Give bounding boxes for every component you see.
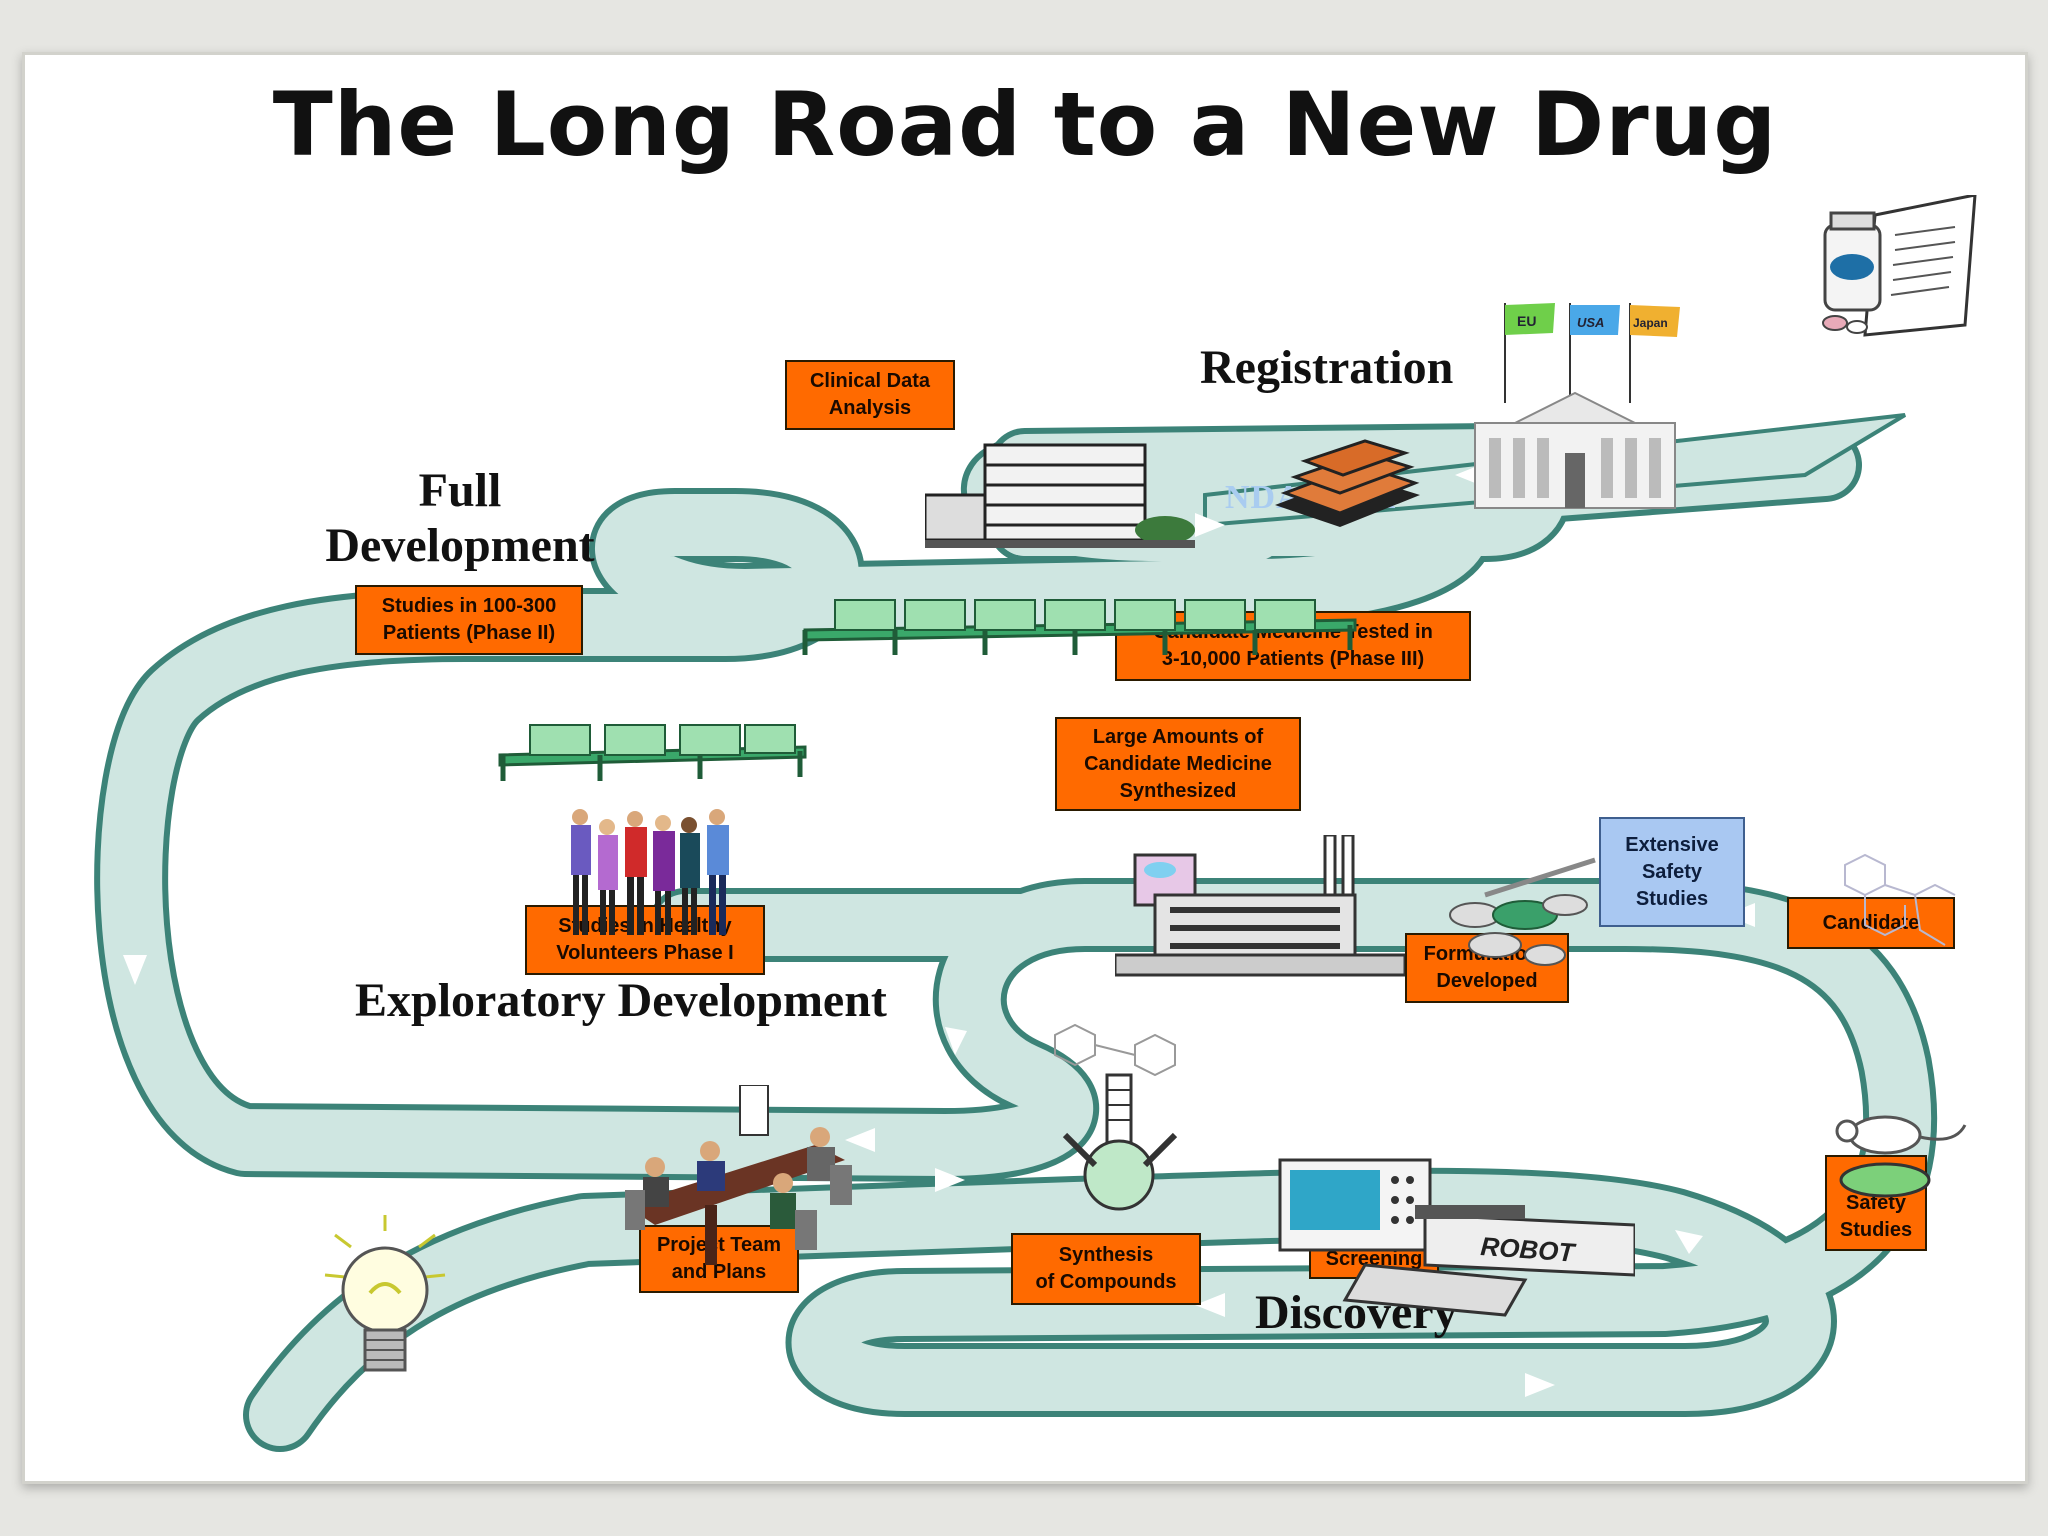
box-project-team: Project Team and Plans bbox=[639, 1225, 799, 1293]
lightbulb-icon bbox=[324, 1215, 446, 1372]
stage-exploratory-development: Exploratory Development bbox=[355, 974, 887, 1027]
box-phase-2: Studies in 100-300 Patients (Phase II) bbox=[355, 585, 583, 655]
government-building-icon: EU USA Japan bbox=[1474, 303, 1680, 509]
screening-robot-icon: ROBOT bbox=[1278, 1158, 1635, 1317]
phase3-beds-icon bbox=[802, 599, 1357, 655]
box-extensive-safety: Extensive Safety Studies bbox=[1599, 817, 1745, 927]
phase2-beds-icon bbox=[498, 724, 807, 781]
prescription-icon bbox=[1822, 195, 1977, 337]
robot-label: ROBOT bbox=[1480, 1231, 1578, 1268]
box-large-amounts: Large Amounts of Candidate Medicine Synt… bbox=[1055, 717, 1301, 811]
slide: The Long Road to a New Drug Registration… bbox=[22, 52, 2028, 1484]
pills-icon bbox=[1449, 857, 1596, 966]
volunteers-icon bbox=[571, 809, 729, 935]
flag-eu-label: EU bbox=[1517, 313, 1536, 329]
flag-japan-label: Japan bbox=[1633, 316, 1668, 330]
meeting-icon bbox=[625, 1085, 852, 1265]
box-synthesis: Synthesis of Compounds bbox=[1011, 1233, 1201, 1305]
office-building-icon bbox=[925, 443, 1195, 548]
molecule-icon bbox=[1844, 853, 1956, 946]
document-stack-icon bbox=[1275, 439, 1420, 527]
stage-registration: Registration bbox=[1200, 341, 1454, 394]
box-clinical-data-analysis: Clinical Data Analysis bbox=[785, 360, 955, 430]
flag-usa-label: USA bbox=[1577, 315, 1604, 330]
box-candidate: Candidate bbox=[1787, 897, 1955, 949]
factory-icon bbox=[1115, 835, 1405, 977]
lab-mouse-icon bbox=[1835, 1115, 1967, 1198]
page-title: The Long Road to a New Drug bbox=[272, 73, 1778, 176]
flask-icon bbox=[1054, 1023, 1178, 1211]
stage-full-development: Full Development bbox=[325, 464, 595, 573]
